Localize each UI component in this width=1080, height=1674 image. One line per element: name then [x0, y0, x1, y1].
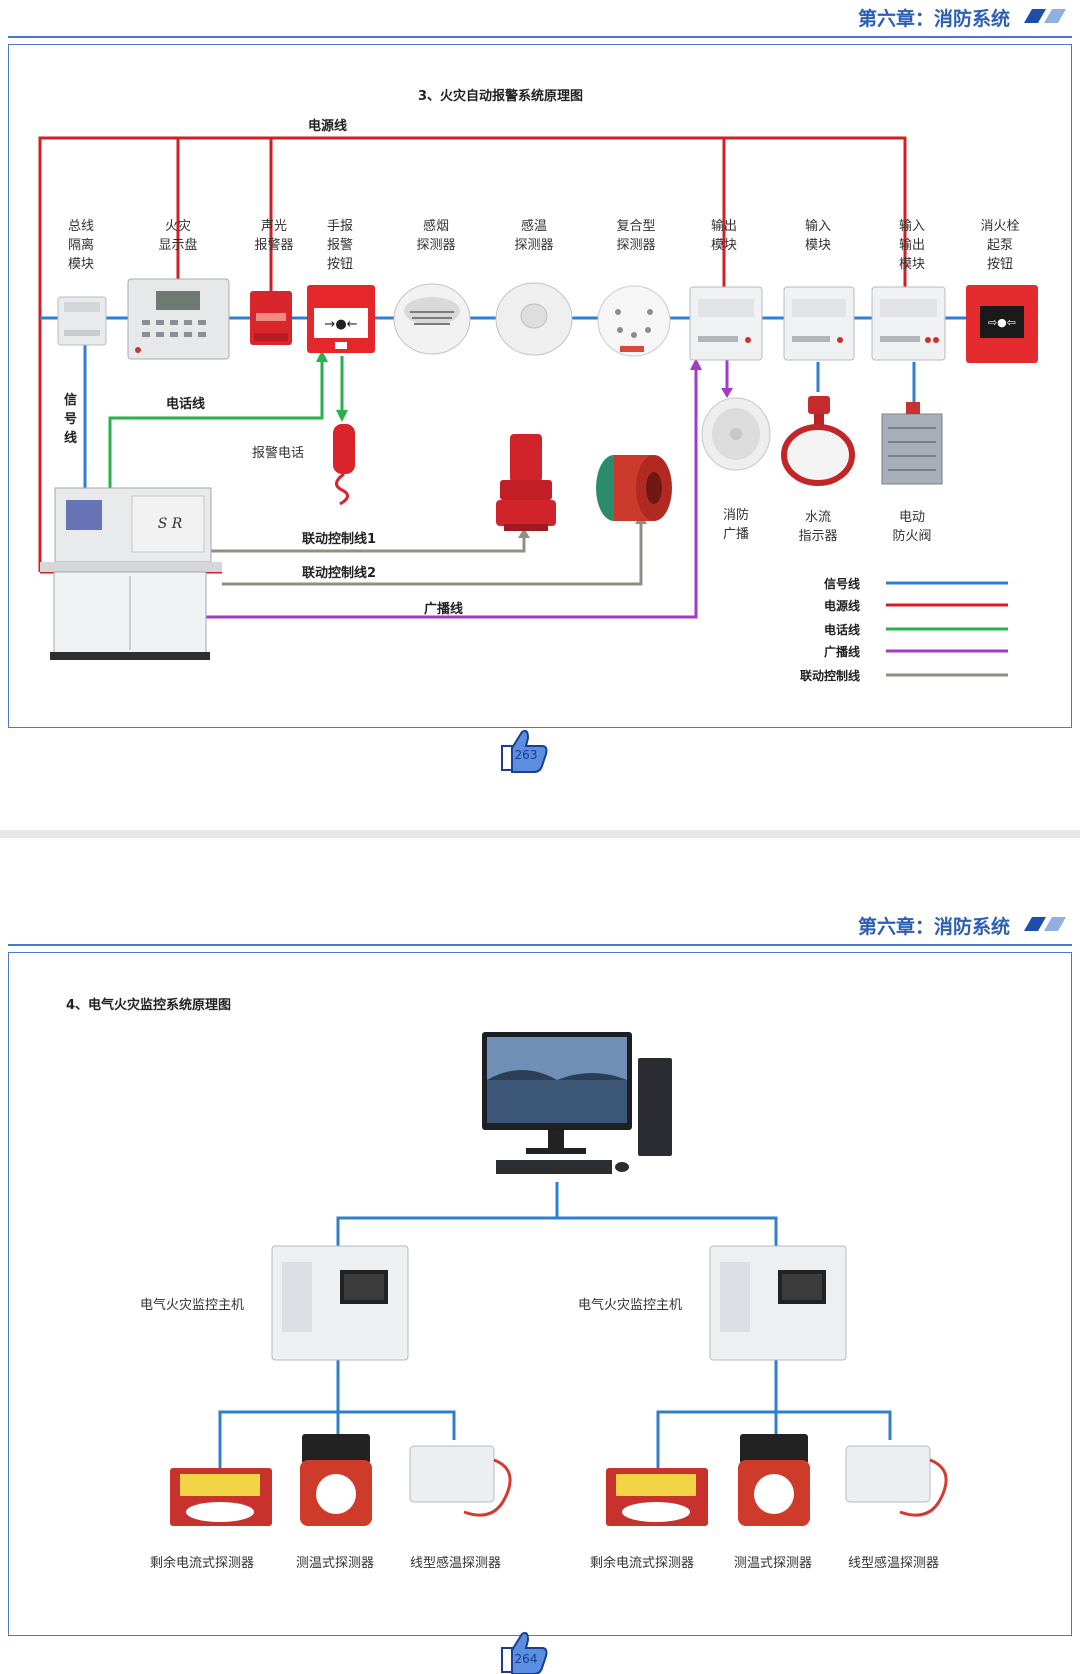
output-module-icon	[689, 286, 763, 361]
strobe-alarm-icon	[250, 291, 292, 345]
monitoring-host-left-icon	[271, 1245, 409, 1361]
fire-alarm-devices: →●← ⇨●⇦	[40, 278, 1038, 660]
monitor-computer-icon	[482, 1032, 672, 1174]
isolator-module-icon	[57, 296, 107, 346]
svg-text:S R: S R	[158, 516, 183, 532]
io-module-icon	[871, 286, 946, 361]
detector-label-residual-left: 剩余电流式探测器	[150, 1556, 255, 1571]
temperature-detector-right-icon	[738, 1434, 810, 1526]
device-label-manual-call: 手报 报警 按钮	[326, 219, 353, 272]
header-rule-2	[8, 944, 1072, 946]
legend-power: 电源线	[823, 599, 860, 613]
diagram-title-1: 3、火灾自动报警系统原理图	[418, 89, 584, 104]
fire-damper-icon	[881, 402, 943, 485]
manual-call-point-icon: →●←	[307, 285, 375, 353]
fire-pump-icon	[496, 434, 556, 531]
legend-control: 联动控制线	[799, 669, 860, 683]
host-label-right: 电气火灾监控主机	[578, 1298, 683, 1313]
device-label-display: 火灾 显示盘	[158, 219, 198, 253]
monitoring-host-right-icon	[709, 1245, 847, 1361]
page-number-263: 263	[514, 748, 538, 762]
thumbs-up-icon	[501, 729, 548, 773]
svg-text:→●←: →●←	[324, 317, 357, 332]
broadcast-speaker-icon	[701, 397, 771, 471]
detector-label-linear-left: 线型感温探测器	[410, 1556, 502, 1571]
device-label-heat: 感温 探测器	[514, 219, 554, 253]
thumbs-up-icon	[501, 1631, 548, 1674]
combo-detector-icon	[597, 285, 671, 357]
residual-current-detector-right-icon	[606, 1468, 708, 1526]
phone-line-label: 电话线	[166, 397, 206, 412]
header-rule	[8, 36, 1072, 38]
exhaust-fan-icon	[596, 455, 672, 521]
signal-line-label: 信号线	[64, 393, 78, 446]
water-flow-indicator-icon	[781, 396, 855, 486]
diagram-title-2: 4、电气火灾监控系统原理图	[66, 998, 232, 1013]
device-label-combo: 复合型 探测器	[616, 219, 656, 253]
network-wiring	[218, 1182, 892, 1468]
hydrant-pump-button-icon: ⇨●⇦	[966, 285, 1038, 363]
chapter-mark-icon	[1024, 917, 1066, 931]
phone-wiring	[108, 350, 348, 490]
smoke-detector-icon	[393, 283, 471, 355]
linear-heat-detector-right-icon	[845, 1445, 948, 1517]
alarm-phone-label: 报警电话	[252, 446, 305, 461]
linear-heat-detector-left-icon	[409, 1445, 512, 1517]
temperature-detector-left-icon	[300, 1434, 372, 1526]
detector-label-temp-left: 测温式探测器	[296, 1556, 375, 1571]
legend-broadcast: 广播线	[823, 645, 860, 659]
svg-text:⇨●⇦: ⇨●⇦	[988, 316, 1016, 329]
residual-current-detector-left-icon	[170, 1468, 272, 1526]
detector-label-linear-right: 线型感温探测器	[848, 1556, 940, 1571]
chapter-mark-icon	[1024, 9, 1066, 23]
input-module-icon	[783, 286, 855, 361]
detector-label-residual-right: 剩余电流式探测器	[590, 1556, 695, 1571]
device-label-hydrant: 消火栓 起泵 按钮	[980, 219, 1020, 272]
page-separator	[0, 830, 1080, 838]
broadcast-wiring	[176, 358, 733, 619]
device-label-strobe: 声光 报警器	[254, 219, 294, 253]
fire-alarm-console-icon: S R	[40, 487, 222, 660]
device-label-input: 输入 模块	[804, 219, 831, 253]
legend-phone: 电话线	[823, 623, 860, 637]
chapter-title: 第六章：消防系统	[857, 8, 1010, 30]
terminal-label-flow: 水流 指示器	[798, 510, 838, 544]
device-label-output: 输出 模块	[710, 219, 737, 253]
device-label-io: 输入 输出 模块	[898, 219, 925, 272]
device-label-smoke: 感烟 探测器	[416, 219, 456, 253]
control-line-1-label: 联动控制线1	[302, 532, 377, 547]
host-label-left: 电气火灾监控主机	[140, 1298, 245, 1313]
legend-signal: 信号线	[823, 577, 860, 591]
broadcast-line-label: 广播线	[424, 602, 464, 617]
device-label-isolator: 总线 隔离 模块	[67, 219, 94, 272]
alarm-phone-icon	[333, 424, 355, 506]
diagram-frame-1	[8, 44, 1072, 728]
diagram-frame-2	[8, 952, 1072, 1636]
detector-label-temp-right: 测温式探测器	[734, 1556, 813, 1571]
heat-detector-icon	[495, 282, 573, 356]
control-line-2-label: 联动控制线2	[302, 566, 377, 581]
chapter-title-2: 第六章：消防系统	[857, 916, 1010, 938]
fire-display-panel-icon	[127, 278, 230, 360]
terminal-label-speaker: 消防 广播	[722, 508, 749, 542]
terminal-label-damper: 电动 防火阀	[892, 510, 932, 544]
page-number-264: 264	[514, 1652, 538, 1666]
power-line-label: 电源线	[308, 119, 348, 134]
